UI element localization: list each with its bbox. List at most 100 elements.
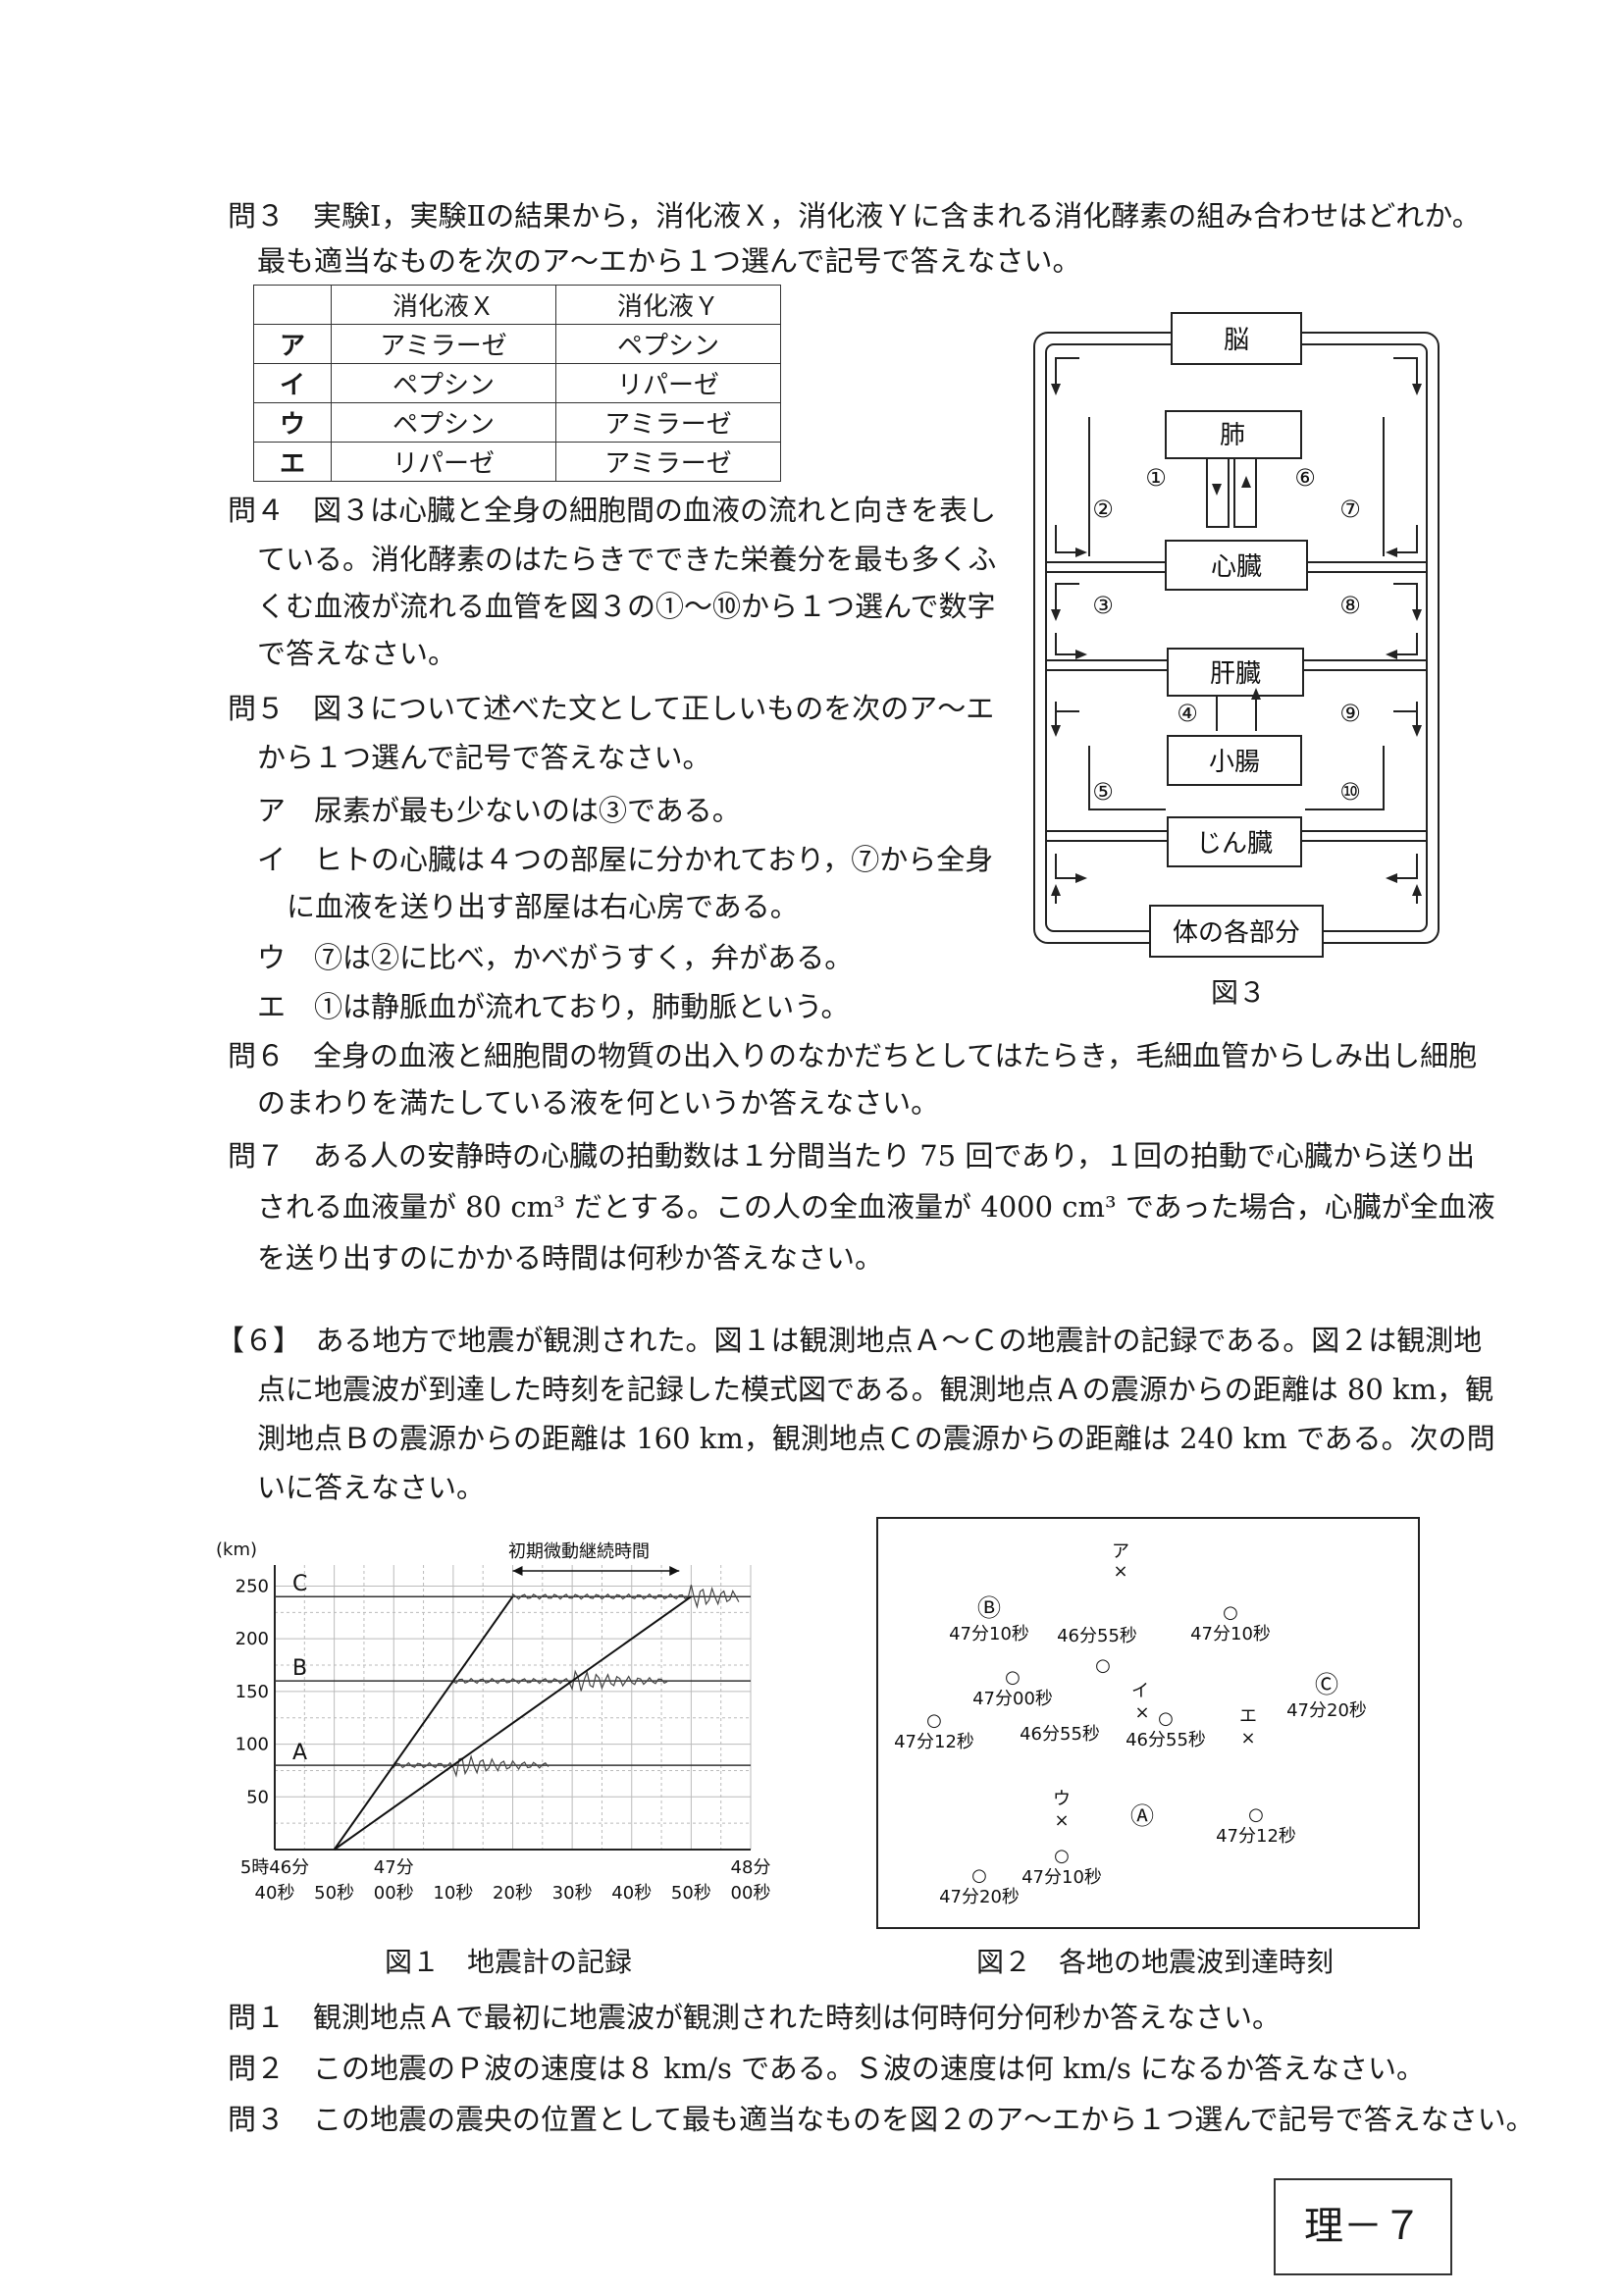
- table-cell: アミラーゼ: [555, 402, 781, 443]
- q7-line3: を送り出すのにかかる時間は何秒か答えなさい。: [257, 1241, 884, 1275]
- table-cell: リパーゼ: [331, 442, 556, 482]
- table-cell: リパーゼ: [555, 363, 781, 403]
- x-tick-label: 50秒: [314, 1883, 354, 1904]
- x-tick-label-top: 5時46分: [240, 1857, 309, 1878]
- station-time: 47分12秒: [894, 1732, 974, 1752]
- station-marker: ○: [926, 1710, 942, 1731]
- map-x-icon: ×: [1113, 1561, 1127, 1582]
- q5-choice-a: ア 尿素が最も少ないのは③である。: [257, 794, 741, 827]
- x-tick-label: 30秒: [552, 1883, 593, 1904]
- station-marker: ○: [1054, 1846, 1070, 1866]
- station-time: 47分20秒: [939, 1887, 1020, 1907]
- station-marker: ○: [1223, 1602, 1238, 1623]
- q5-line2: から１つ選んで記号で答えなさい。: [257, 741, 711, 774]
- organ-body-parts: 体の各部分: [1173, 918, 1300, 948]
- fig2-caption: 図２ 各地の地震波到達時刻: [976, 1946, 1335, 1978]
- q7-line1: 問７ ある人の安静時の心臓の拍動数は１分間当たり 75 回であり，１回の拍動で心…: [228, 1139, 1476, 1173]
- y-tick-label: 150: [236, 1682, 269, 1702]
- sec6-line1: 【６】 ある地方で地震が観測された。図１は観測地点Ａ～Ｃの地震計の記録である。図…: [216, 1324, 1483, 1357]
- station-time: 47分00秒: [972, 1689, 1053, 1709]
- map-x-icon: ×: [1240, 1728, 1255, 1748]
- table-row: ウ ペプシン アミラーゼ: [253, 402, 781, 443]
- table-header-x: 消化液Ｘ: [331, 285, 556, 325]
- station-time: 47分10秒: [1190, 1624, 1271, 1644]
- map-x-icon: ×: [1134, 1702, 1149, 1723]
- q4-line1: 問４ 図３は心臓と全身の細胞間の血液の流れと向きを表し: [228, 494, 997, 527]
- q3-line2: 最も適当なものを次のア～エから１つ選んで記号で答えなさい。: [257, 244, 1081, 278]
- q3-table: 消化液Ｘ 消化液Ｙ ア アミラーゼ ペプシン イ ペプシン リパーゼ ウ ペプシ…: [253, 285, 781, 482]
- vessel-5-label: ⑤: [1092, 778, 1114, 806]
- fig1-annotation: 初期微動継続時間: [508, 1541, 650, 1562]
- sec6-q2: 問２ この地震のＰ波の速度は８ km/s である。Ｓ波の速度は何 km/s にな…: [228, 2052, 1426, 2085]
- q6-line1: 問６ 全身の血液と細胞間の物質の出入りのなかだちとしてはたらき，毛細血管からしみ…: [228, 1039, 1478, 1072]
- y-tick-label: 100: [236, 1735, 269, 1755]
- x-tick-label: 00秒: [374, 1883, 414, 1904]
- table-row: エ リパーゼ アミラーゼ: [253, 442, 781, 482]
- organ-brain: 脳: [1224, 326, 1249, 355]
- arrow-head-right: [669, 1566, 680, 1576]
- seismic-waveform: [393, 1754, 550, 1778]
- q6-line2: のまわりを満たしている液を何というか答えなさい。: [257, 1086, 940, 1120]
- s-wave-line: [334, 1595, 692, 1851]
- x-tick-label: 40秒: [611, 1883, 652, 1904]
- map-mark-e: エ: [1239, 1706, 1257, 1727]
- station-marker: ○: [1248, 1804, 1264, 1825]
- fig2-arrival-map: ア × Ⓑ 47分10秒 46分55秒 ○ 47分10秒 ○ 47分00秒 Ⓒ …: [876, 1517, 1420, 1929]
- table-cell: エ: [253, 442, 332, 482]
- station-time: 47分10秒: [949, 1624, 1029, 1644]
- map-mark-u: ウ: [1053, 1789, 1071, 1809]
- y-tick-label: 200: [236, 1629, 269, 1649]
- q5-choice-i-cont: に血液を送り出す部屋は右心房である。: [287, 890, 799, 923]
- table-cell: ウ: [253, 402, 332, 443]
- station-marker: ○: [971, 1865, 987, 1886]
- page-number: 理－７: [1274, 2178, 1452, 2275]
- vessel-10-label: ⑩: [1339, 778, 1361, 806]
- station-marker: ○: [1095, 1655, 1111, 1676]
- vessel-9-label: ⑨: [1339, 700, 1361, 727]
- table-cell: ペプシン: [331, 402, 556, 443]
- station-label: A: [292, 1741, 307, 1765]
- vessel-4-label: ④: [1177, 700, 1198, 727]
- q5-choice-i: イ ヒトの心臓は４つの部屋に分かれており，⑦から全身: [257, 843, 994, 876]
- sec6-line3: 測地点Ｂの震源からの距離は 160 km，観測地点Ｃの震源からの距離は 240 …: [257, 1422, 1495, 1455]
- x-tick-label: 00秒: [731, 1883, 771, 1904]
- x-tick-label-top: 47分: [374, 1857, 414, 1878]
- station-time: 47分12秒: [1216, 1826, 1296, 1847]
- fig1-y-unit: (km): [216, 1539, 257, 1560]
- station-c-marker: Ⓒ: [1315, 1671, 1338, 1698]
- organ-heart: 心臓: [1211, 552, 1262, 582]
- y-tick-label: 50: [246, 1787, 269, 1807]
- map-mark-a: ア: [1112, 1541, 1129, 1562]
- table-cell: ア: [253, 324, 332, 364]
- table-cell: ペプシン: [331, 363, 556, 403]
- station-label: C: [292, 1572, 307, 1596]
- station-time: 47分20秒: [1286, 1700, 1367, 1721]
- station-time: 46分55秒: [1126, 1730, 1206, 1750]
- table-cell: アミラーゼ: [331, 324, 556, 364]
- station-time: 46分55秒: [1020, 1724, 1100, 1745]
- station-time: 46分55秒: [1057, 1626, 1137, 1646]
- table-cell: [253, 285, 332, 325]
- x-tick-label: 40秒: [255, 1883, 295, 1904]
- q5-line1: 問５ 図３について述べた文として正しいものを次のア～エ: [228, 692, 995, 725]
- table-cell: ペプシン: [555, 324, 781, 364]
- vessel-1-label: ①: [1145, 464, 1167, 492]
- vessel-7-label: ⑦: [1339, 496, 1361, 523]
- x-tick-label: 20秒: [493, 1883, 533, 1904]
- y-tick-label: 250: [236, 1576, 269, 1596]
- x-tick-label: 50秒: [671, 1883, 711, 1904]
- map-mark-i: イ: [1131, 1681, 1149, 1701]
- fig1-caption: 図１ 地震計の記録: [385, 1946, 633, 1978]
- q5-choice-e: エ ①は静脈血が流れており，肺動脈という。: [257, 990, 850, 1023]
- station-marker: ○: [1005, 1667, 1021, 1688]
- sec6-q3: 問３ この地震の震央の位置として最も適当なものを図２のア～エから１つ選んで記号で…: [228, 2103, 1535, 2136]
- vessel-6-label: ⑥: [1294, 464, 1316, 492]
- sec6-line2: 点に地震波が到達した時刻を記録した模式図である。観測地点Ａの震源からの距離は 8…: [257, 1373, 1494, 1406]
- arrow-head-left: [512, 1566, 523, 1576]
- table-row: イ ペプシン リパーゼ: [253, 363, 781, 403]
- q4-line3: くむ血液が流れる血管を図３の①～⑩から１つ選んで数字: [257, 590, 996, 623]
- table-header-y: 消化液Ｙ: [555, 285, 781, 325]
- table-cell: アミラーゼ: [555, 442, 781, 482]
- seismic-waveform: [452, 1669, 668, 1692]
